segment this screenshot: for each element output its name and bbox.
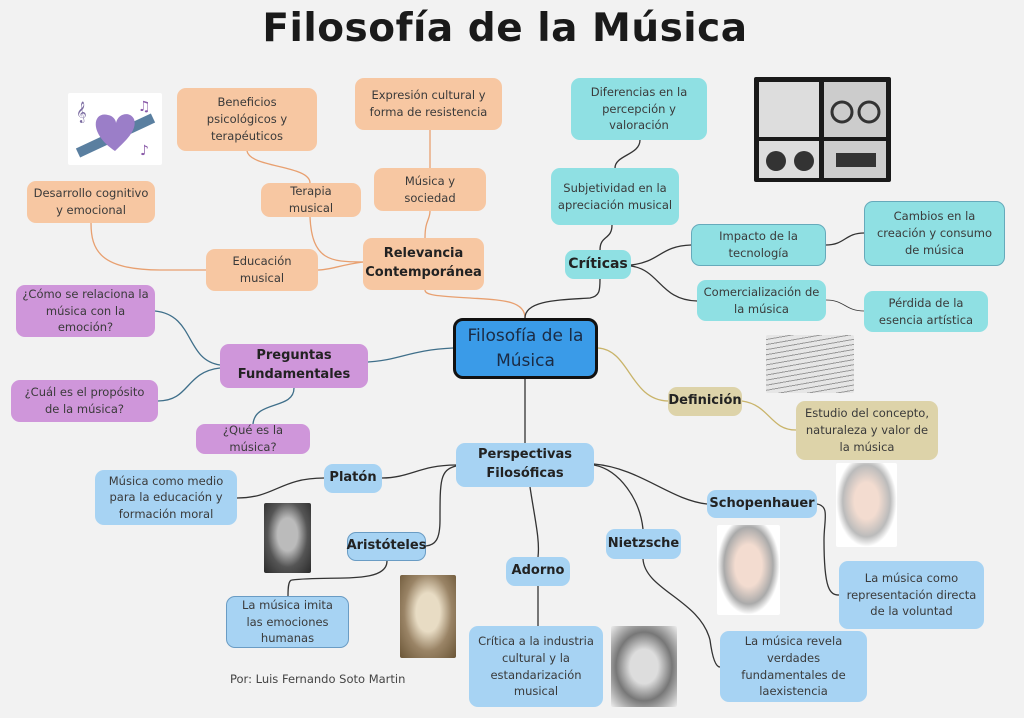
- node-expresion[interactable]: Expresión cultural y forma de resistenci…: [355, 78, 502, 130]
- node-aristoteles-idea[interactable]: La música imita las emociones humanas: [226, 596, 349, 648]
- node-que[interactable]: ¿Qué es la música?: [196, 423, 310, 454]
- page-title: Filosofía de la Música: [262, 6, 748, 51]
- node-terapia[interactable]: Terapia musical: [261, 183, 361, 217]
- node-impacto[interactable]: Impacto de la tecnología: [691, 224, 826, 266]
- schopenhauer-caricature-image: [836, 463, 897, 547]
- node-perdida[interactable]: Pérdida de la esencia artística: [864, 291, 988, 332]
- node-comercializacion[interactable]: Comercialización de la música: [697, 280, 826, 321]
- central-topic[interactable]: Filosofía de la Música: [453, 318, 598, 379]
- node-cambios[interactable]: Cambios en la creación y consumo de músi…: [864, 201, 1005, 266]
- node-nietzsche-idea[interactable]: La música revela verdades fundamentales …: [720, 631, 867, 702]
- branch-criticas[interactable]: Críticas: [565, 250, 631, 279]
- node-como[interactable]: ¿Cómo se relaciona la música con la emoc…: [16, 285, 155, 337]
- node-schopenhauer[interactable]: Schopenhauer: [707, 490, 817, 518]
- sheet-music-image: [766, 335, 854, 393]
- adorno-portrait-image: [611, 626, 677, 707]
- node-beneficios[interactable]: Beneficios psicológicos y terapéuticos: [177, 88, 317, 151]
- branch-definicion[interactable]: Definición: [668, 387, 742, 416]
- svg-text:𝄞: 𝄞: [76, 102, 87, 123]
- preguntas-links: [154, 310, 454, 425]
- node-desarrollo[interactable]: Desarrollo cognitivo y emocional: [27, 181, 155, 223]
- branch-preguntas[interactable]: Preguntas Fundamentales: [220, 344, 368, 388]
- relevancia-links: [90, 130, 526, 319]
- perspectivas-links: [236, 379, 840, 668]
- nietzsche-caricature-image: [717, 525, 780, 615]
- node-diferencias[interactable]: Diferencias en la percepción y valoració…: [571, 78, 707, 140]
- node-musica-sociedad[interactable]: Música y sociedad: [374, 168, 486, 211]
- node-estudio[interactable]: Estudio del concepto, naturaleza y valor…: [796, 401, 938, 460]
- audio-equipment-image: [754, 77, 891, 182]
- node-subjetividad[interactable]: Subjetividad en la apreciación musical: [551, 168, 679, 225]
- node-aristoteles[interactable]: Aristóteles: [347, 532, 426, 561]
- node-platon[interactable]: Platón: [324, 464, 382, 493]
- node-adorno-idea[interactable]: Crítica a la industria cultural y la est…: [469, 626, 603, 707]
- node-nietzsche[interactable]: Nietzsche: [606, 529, 681, 559]
- heart-music-image: 𝄞 ♫ ♪: [68, 93, 162, 165]
- socrates-portrait-image: [264, 503, 311, 573]
- node-educacion[interactable]: Educación musical: [206, 249, 318, 291]
- svg-text:♫: ♫: [138, 99, 151, 115]
- node-platon-idea[interactable]: Música como medio para la educación y fo…: [95, 470, 237, 525]
- node-adorno[interactable]: Adorno: [506, 557, 570, 586]
- node-schopenhauer-idea[interactable]: La música como representación directa de…: [839, 561, 984, 629]
- definicion-links: [597, 347, 797, 431]
- svg-text:♪: ♪: [140, 143, 149, 159]
- criticas-links: [524, 139, 865, 319]
- author-credit: Por: Luis Fernando Soto Martin: [230, 672, 406, 686]
- aristotle-portrait-image: [400, 575, 456, 658]
- branch-perspectivas[interactable]: Perspectivas Filosóficas: [456, 443, 594, 487]
- branch-relevancia[interactable]: Relevancia Contemporánea: [363, 238, 484, 290]
- node-cual[interactable]: ¿Cuál es el propósito de la música?: [11, 380, 158, 422]
